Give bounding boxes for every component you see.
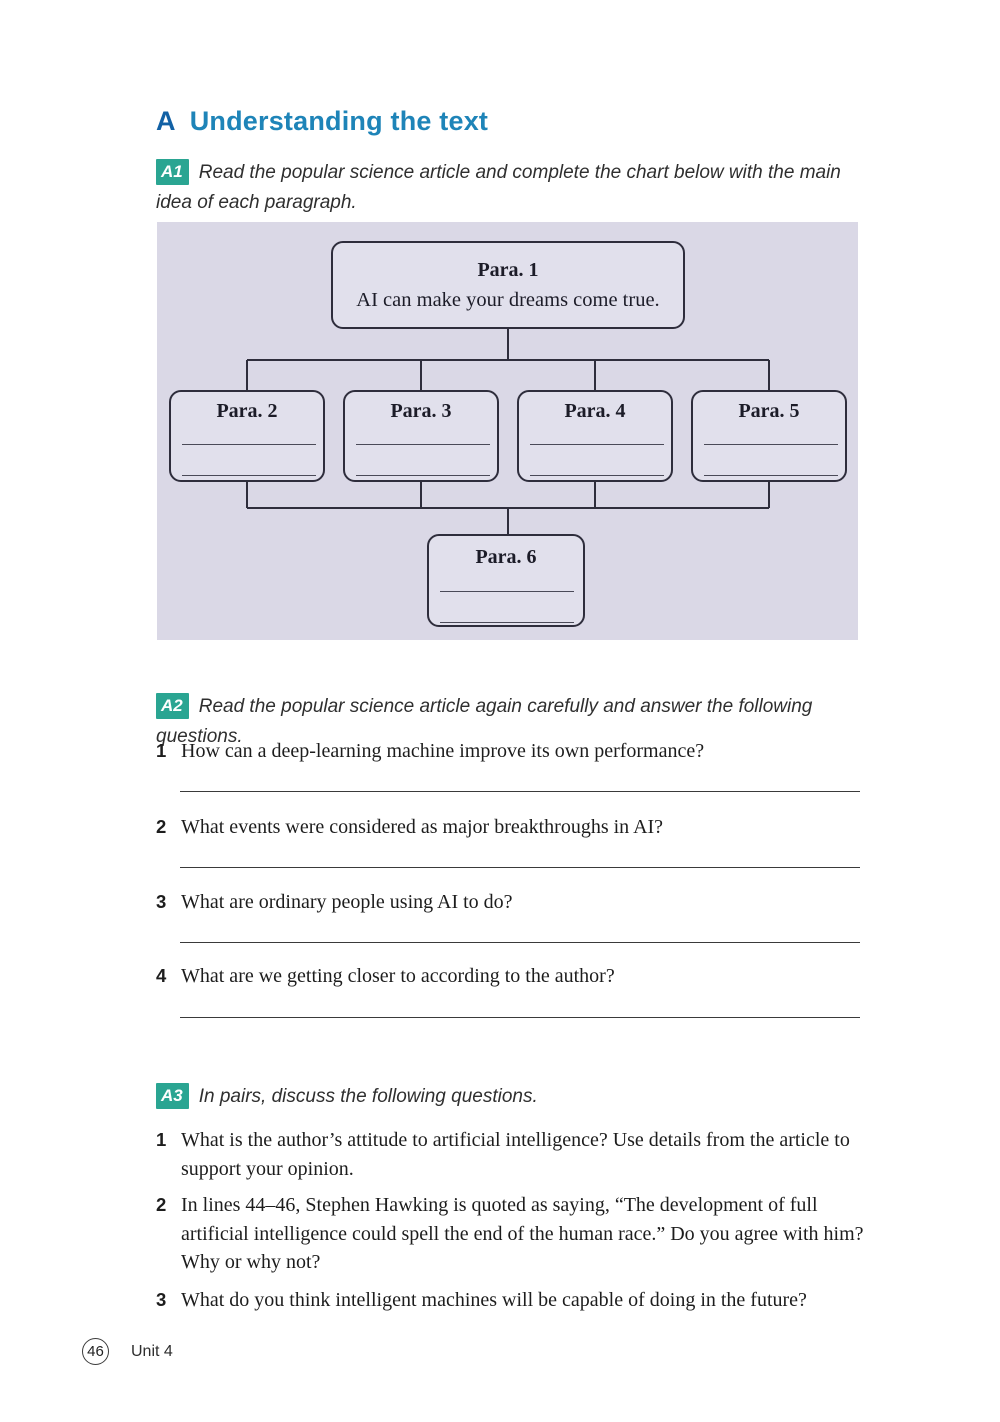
blank-answer-line — [182, 475, 316, 476]
para-box-4: Para. 4 — [517, 390, 673, 482]
para-box-2: Para. 2 — [169, 390, 325, 482]
blank-answer-line — [530, 475, 664, 476]
answer-blank-line — [180, 791, 860, 792]
blank-answer-line — [440, 622, 574, 623]
question-number: 4 — [156, 965, 167, 986]
question-text: In lines 44–46, Stephen Hawking is quote… — [181, 1194, 864, 1273]
para-3-label: Para. 3 — [390, 400, 452, 422]
a3-instruction-text: In pairs, discuss the following question… — [198, 1086, 538, 1107]
blank-answer-line — [356, 475, 490, 476]
question-number: 2 — [156, 1194, 167, 1215]
para-1-label: Para. 1 — [477, 258, 539, 281]
flowchart-panel: Para. 1 AI can make your dreams come tru… — [157, 222, 858, 640]
blank-answer-line — [704, 444, 838, 445]
question-text: What is the author’s attitude to artific… — [181, 1129, 850, 1180]
blank-answer-line — [530, 444, 664, 445]
a3-question-3: 3 What do you think intelligent machines… — [156, 1286, 870, 1315]
a1-instruction-text: Read the popular science article and com… — [156, 162, 841, 213]
connector-lines — [246, 329, 770, 534]
question-text: What are we getting closer to according … — [181, 965, 615, 987]
a2-question-2: 2 What events were considered as major b… — [156, 813, 870, 842]
a3-question-2: 2 In lines 44–46, Stephen Hawking is quo… — [156, 1191, 870, 1277]
a3-instruction: A3 In pairs, discuss the following questi… — [156, 1083, 538, 1109]
a1-badge: A1 — [156, 159, 189, 185]
para-5-label: Para. 5 — [738, 400, 800, 422]
question-number: 1 — [156, 1129, 167, 1150]
para-1-text: AI can make your dreams come true. — [356, 288, 660, 311]
a2-question-3: 3 What are ordinary people using AI to d… — [156, 888, 870, 917]
question-text: How can a deep-learning machine improve … — [181, 740, 705, 762]
answer-blank-line — [180, 942, 860, 943]
para-6-label: Para. 6 — [475, 546, 537, 568]
para-box-5: Para. 5 — [691, 390, 847, 482]
answer-blank-line — [180, 867, 860, 868]
question-number: 2 — [156, 816, 167, 837]
answer-blank-line — [180, 1017, 860, 1018]
para-2-label: Para. 2 — [216, 400, 278, 422]
section-letter: A — [156, 106, 176, 136]
blank-answer-line — [704, 475, 838, 476]
page-footer: 46 Unit 4 — [82, 1338, 173, 1365]
question-text: What do you think intelligent machines w… — [181, 1289, 807, 1311]
para-box-6: Para. 6 — [427, 534, 585, 627]
page-title: Understanding the text — [189, 106, 489, 136]
para-box-3: Para. 3 — [343, 390, 499, 482]
question-number: 3 — [156, 1289, 167, 1310]
para-4-label: Para. 4 — [564, 400, 626, 422]
para-box-1: Para. 1 AI can make your dreams come tru… — [331, 241, 685, 329]
a2-question-1: 1 How can a deep-learning machine improv… — [156, 737, 870, 766]
blank-answer-line — [356, 444, 490, 445]
question-number: 3 — [156, 891, 167, 912]
a2-badge: A2 — [156, 693, 189, 719]
a3-question-1: 1 What is the author’s attitude to artif… — [156, 1126, 870, 1183]
a3-badge: A3 — [156, 1083, 189, 1109]
question-text: What events were considered as major bre… — [181, 816, 664, 838]
blank-answer-line — [440, 591, 574, 592]
question-text: What are ordinary people using AI to do? — [181, 891, 513, 913]
a2-question-4: 4 What are we getting closer to accordin… — [156, 962, 870, 991]
page-number: 46 — [87, 1343, 104, 1360]
section-heading: A Understanding the text — [156, 106, 488, 137]
unit-label: Unit 4 — [131, 1342, 173, 1360]
page-number-badge: 46 — [82, 1338, 109, 1365]
a2-instruction-text: Read the popular science article again c… — [156, 696, 813, 747]
blank-answer-line — [182, 444, 316, 445]
activity-a3: A3 In pairs, discuss the following questi… — [156, 1082, 896, 1112]
question-number: 1 — [156, 740, 167, 761]
